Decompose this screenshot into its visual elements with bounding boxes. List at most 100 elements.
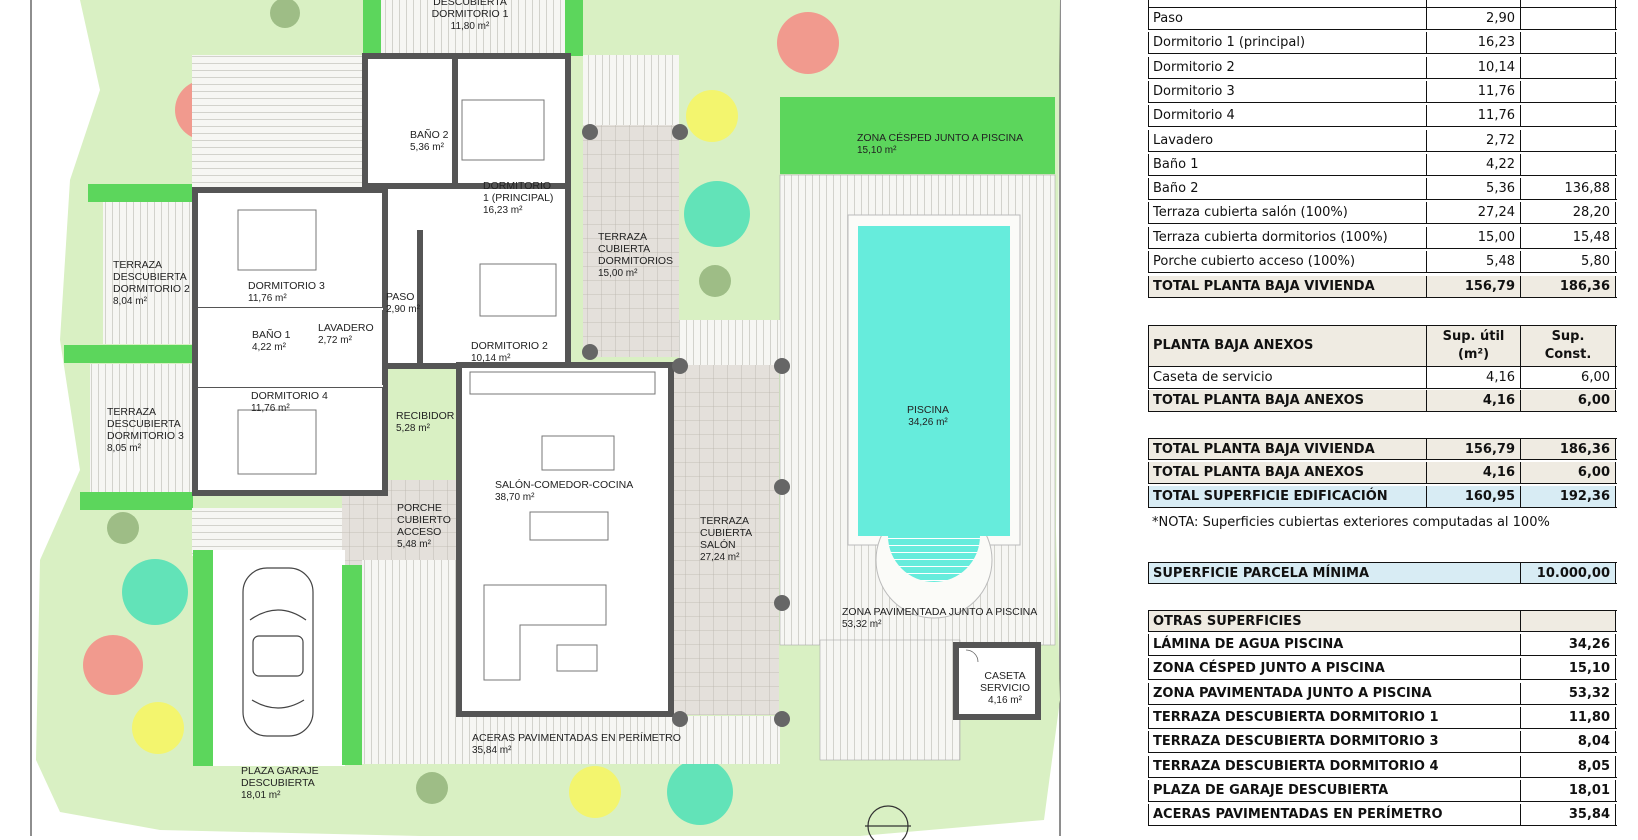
- plan-label-bano2: BAÑO 2: [410, 128, 449, 141]
- deck-dorm2: [103, 200, 193, 344]
- cell-name: Dormitorio 3: [1148, 80, 1426, 102]
- tree: [107, 512, 139, 544]
- tree: [686, 90, 738, 142]
- cell-name: Porche cubierto acceso (100%): [1148, 251, 1426, 272]
- cell-const: [1520, 0, 1616, 7]
- cell-util: 10,14: [1426, 56, 1520, 78]
- walk-southwest: [362, 560, 457, 720]
- cell-util: 2,72: [1426, 129, 1520, 151]
- plan-label-recibidor: 5,28 m²: [396, 423, 431, 434]
- inner-gap: [197, 308, 383, 387]
- cell-name: Paso: [1148, 8, 1426, 29]
- plan-label-dormitorio3: 11,76 m²: [248, 293, 287, 304]
- cell-name: TERRAZA DESCUBIERTA DORMITORIO 1: [1148, 706, 1520, 728]
- cell-name: Terraza cubierta salón (100%): [1148, 202, 1426, 224]
- lawn-near-pool: [780, 97, 1055, 174]
- service-hut: [953, 642, 1041, 720]
- cell-name: ACERAS PAVIMENTADAS EN PERÍMETRO: [1148, 804, 1520, 826]
- cell-util: 4,22: [1426, 153, 1520, 175]
- plan-label-salon: SALÓN-COMEDOR-COCINA: [495, 478, 633, 491]
- lawn-strip-w1: [88, 184, 193, 202]
- plan-label-porche: PORCHE: [397, 502, 442, 514]
- cell-value: 15,10: [1520, 658, 1616, 680]
- plan-label-terraza-desc-dorm3: 8,05 m²: [107, 443, 142, 454]
- cell-util: 156,79: [1426, 439, 1520, 459]
- plan-label-garaje: DESCUBIERTA: [241, 777, 315, 789]
- cell-util: 4,16: [1426, 390, 1520, 411]
- cell-name: TERRAZA DESCUBIERTA DORMITORIO 3: [1148, 731, 1520, 753]
- plan-label-porche: CUBIERTO: [397, 514, 451, 526]
- garage-lawn-r: [342, 565, 362, 765]
- deck-dorm1: [380, 0, 568, 56]
- plan-label-terraza-desc-dorm3: TERRAZA: [107, 406, 156, 418]
- pool-water: [858, 226, 1010, 536]
- plan-label-porche: ACCESO: [397, 526, 441, 538]
- plan-label-caseta: SERVICIO: [980, 682, 1030, 694]
- cell-const: 28,20: [1520, 202, 1616, 224]
- cell-value: 35,84: [1520, 804, 1616, 826]
- cell-util: 5,36: [1426, 178, 1520, 200]
- walk-west: [192, 508, 342, 556]
- covered-terrace-dorms: [583, 125, 679, 357]
- lawn-strip-w2: [64, 345, 193, 363]
- plan-label-garaje: 18,01 m²: [241, 790, 281, 801]
- deck-north-east: [583, 55, 679, 125]
- cell-value: [1520, 611, 1616, 631]
- cell-value: 18,01: [1520, 779, 1616, 801]
- cell-value: 8,04: [1520, 731, 1616, 753]
- plan-label-zona-pavimentada: 53,32 m²: [842, 619, 882, 630]
- plan-label-aceras: ACERAS PAVIMENTADAS EN PERÍMETRO: [472, 731, 681, 744]
- plan-label-terraza-desc-dorm3: DORMITORIO 3: [107, 430, 184, 442]
- pool-deck-lower: [819, 639, 961, 761]
- coffee-table: [556, 644, 598, 672]
- kitchen-island: [541, 435, 615, 471]
- plan-label-terraza-desc-dorm1: DORMITORIO 1: [432, 8, 509, 20]
- lawn-strip-w3: [80, 492, 193, 510]
- bed: [461, 99, 545, 161]
- cell-util: 16,23: [1426, 32, 1520, 54]
- plan-label-dormitorio1: 1 (PRINCIPAL): [483, 192, 553, 204]
- tree: [83, 635, 143, 695]
- plan-label-paso: 2,90 m²: [386, 304, 421, 315]
- north-arrow-icon: [865, 805, 911, 840]
- tree: [699, 265, 731, 297]
- table-row: Dormitorio 1 (principal)16,23: [1148, 32, 1617, 55]
- cell-name: ZONA CÉSPED JUNTO A PISCINA: [1148, 658, 1520, 680]
- cell-const: [1520, 8, 1616, 29]
- cell-const: [1520, 153, 1616, 175]
- plan-label-recibidor: RECIBIDOR: [396, 410, 455, 422]
- garage-slab: [210, 550, 345, 766]
- cell-name: TOTAL PLANTA BAJA ANEXOS: [1148, 462, 1426, 483]
- cell-name: TOTAL SUPERFICIE EDIFICACIÓN: [1148, 486, 1426, 507]
- cell-const: 6,00: [1520, 390, 1616, 411]
- cell-util: [1426, 0, 1520, 7]
- bed: [237, 209, 317, 271]
- cell-value: 8,05: [1520, 755, 1616, 777]
- tree: [416, 772, 448, 804]
- cell-name: SUPERFICIE PARCELA MÍNIMA: [1148, 563, 1520, 583]
- plan-label-caseta: 4,16 m²: [988, 695, 1023, 706]
- cell-name: Baño 2: [1148, 178, 1426, 200]
- cell-const: Sup. Const. (m²): [1520, 326, 1616, 366]
- deck-north-west: [192, 55, 364, 190]
- cell-name: PLANTA BAJA ANEXOS: [1148, 326, 1426, 366]
- cell-name: OTRAS SUPERFICIES: [1148, 611, 1520, 631]
- pillars: [582, 124, 790, 727]
- deck-dorm3: [90, 364, 193, 492]
- tree: [270, 0, 300, 28]
- plan-label-bano2: 5,36 m²: [410, 142, 445, 153]
- cell-name: ZONA PAVIMENTADA JUNTO A PISCINA: [1148, 682, 1520, 704]
- plan-label-dormitorio4: 11,76 m²: [251, 403, 290, 414]
